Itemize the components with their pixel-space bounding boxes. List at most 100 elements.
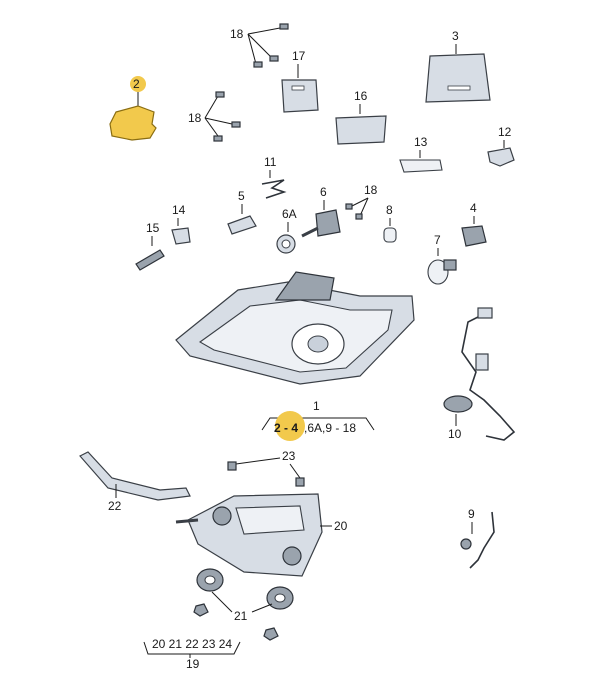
harness-10-grommet: [443, 395, 473, 413]
callout-18-mid: 18: [188, 111, 202, 125]
screw-23-1: [227, 461, 237, 471]
leader-18a-2: [247, 33, 273, 59]
callout-10: 10: [448, 427, 462, 441]
sensor-9-head: [460, 538, 472, 550]
part-2-highlight-dot: [130, 76, 146, 92]
callout-23: 23: [282, 449, 296, 463]
callout-16: 16: [354, 89, 368, 103]
callout-20: 20: [334, 519, 348, 533]
callout-22: 22: [108, 499, 122, 513]
group-1-rest-text: ,6A,9 - 18: [304, 421, 356, 435]
screw-18b-1: [215, 91, 225, 98]
socket-4-shape: [461, 225, 487, 247]
callout-8: 8: [386, 203, 393, 217]
harness-10-wire: [461, 313, 516, 441]
part-18-right-screws: 18: [345, 183, 378, 220]
part-23-screws: 23: [227, 449, 305, 487]
nut-24-2: [263, 627, 279, 641]
callout-18-right: 18: [364, 183, 378, 197]
headlamp-top-housing: [274, 271, 335, 301]
screw-18c-2: [355, 213, 363, 220]
ballast-16-shape: [335, 115, 387, 145]
connector-12-shape: [487, 147, 515, 167]
part-4-socket: 4: [461, 201, 487, 247]
harness-10-plug-mid: [475, 353, 489, 371]
cap-14-shape: [171, 227, 191, 245]
callout-21: 21: [234, 609, 248, 623]
housing-20-knob-2: [282, 546, 302, 566]
part-5-socket: 5: [227, 189, 257, 235]
leader-18b-3: [204, 117, 219, 137]
bulb-8-shape: [383, 227, 397, 243]
callout-5: 5: [238, 189, 245, 203]
nut-24-1: [193, 603, 209, 617]
callout-6: 6: [320, 185, 327, 199]
bracket-2-shape: [109, 105, 157, 141]
leader-21-2: [251, 603, 273, 613]
part-2-bracket: 2: [109, 76, 157, 141]
assembly-1-reference: 1 2 - 4 ,6A,9 - 18: [261, 399, 375, 441]
group-19-reference: 20 21 22 23 24 19: [143, 637, 241, 671]
part-15-pin: 15: [135, 221, 165, 271]
bulb-7-base: [443, 259, 457, 271]
screw-18b-3: [213, 135, 223, 142]
callout-11: 11: [264, 155, 277, 169]
part-3-cover: 3: [425, 29, 491, 103]
callout-9: 9: [468, 507, 475, 521]
part-18-top-screws: 18: [230, 23, 289, 68]
part-18-mid-screws: 18: [188, 91, 241, 142]
screw-18c-1: [345, 203, 353, 210]
part-6-bulb: 6: [301, 185, 341, 238]
callout-15: 15: [146, 221, 160, 235]
callout-14: 14: [172, 203, 186, 217]
bracket-22-shape: [79, 451, 191, 501]
part-24-nuts: [193, 603, 279, 641]
leader-21-1: [211, 591, 233, 613]
module-17-slot: [291, 85, 305, 91]
headlamp-assembly: [175, 271, 415, 385]
cover-3-slot: [447, 85, 471, 91]
part-8-bulb: 8: [383, 203, 397, 243]
leader-18a-3: [247, 33, 257, 65]
part-6a-ring: 6A: [276, 207, 297, 254]
bulb-6-base: [315, 209, 341, 237]
callout-7: 7: [434, 233, 441, 247]
leader-1-bracket: [261, 417, 375, 431]
callout-4: 4: [470, 201, 477, 215]
group-1-highlight-text: 2 - 4: [274, 421, 298, 435]
housing-20-knob-1: [212, 506, 232, 526]
adjuster-21-1-hole: [204, 575, 216, 585]
leader-18c-2: [359, 197, 369, 217]
part-9-sensor: 9: [460, 507, 495, 569]
screw-18b-2: [231, 121, 241, 128]
callout-19: 19: [186, 657, 200, 671]
callout-12: 12: [498, 125, 512, 139]
part-13-lens: 13: [399, 135, 443, 173]
headlamp-projector: [307, 335, 329, 353]
socket-5-shape: [227, 215, 257, 235]
pin-15-shape: [135, 249, 165, 271]
leader-19-bracket: [143, 641, 241, 655]
part-12-connector: 12: [487, 125, 515, 167]
leader-18a-1: [247, 27, 281, 35]
housing-20-window: [235, 505, 305, 535]
part-20-lower-housing: 20: [175, 493, 348, 577]
leader-23-2: [289, 463, 301, 479]
part-17-module: 17: [281, 49, 319, 113]
part-22-bracket: 22: [79, 451, 191, 513]
leader-23-1: [235, 457, 281, 465]
leader-18b-1: [204, 95, 219, 119]
ring-6a-inner: [281, 239, 291, 249]
callout-3: 3: [452, 29, 459, 43]
group-1-highlight: [275, 411, 305, 441]
group-19-members: 20 21 22 23 24: [152, 637, 232, 651]
screw-18a-3: [253, 61, 263, 68]
leader-18b-2: [204, 117, 233, 125]
sensor-9-wire: [469, 511, 495, 569]
part-21-adjusters: 21: [196, 568, 294, 623]
screw-23-2: [295, 477, 305, 487]
module-17-shape: [281, 79, 319, 113]
callout-17: 17: [292, 49, 306, 63]
callout-6a: 6A: [282, 207, 297, 221]
